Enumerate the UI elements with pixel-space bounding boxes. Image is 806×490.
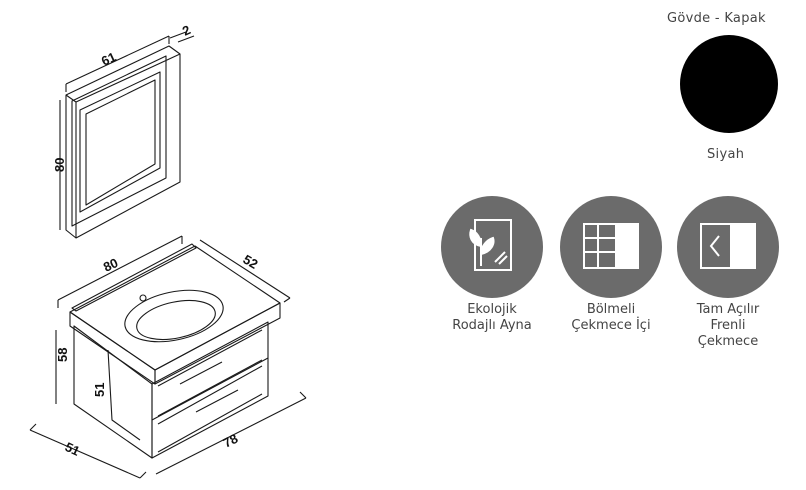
finish-title: Gövde - Kapak — [667, 11, 766, 26]
feature-eco-mirror: Ekolojik Rodajlı Ayna — [432, 196, 552, 334]
dim-mirror-width: 61 — [99, 49, 118, 69]
dim-cabinet-height: 58 — [55, 348, 70, 362]
feature-label: Bölmeli Çekmece İçi — [571, 302, 651, 333]
soft-close-drawer-icon — [677, 196, 779, 298]
dim-mirror-height: 80 — [52, 158, 67, 172]
divided-drawer-icon — [560, 196, 662, 298]
dim-mirror-depth: 2 — [180, 22, 193, 39]
color-name: Siyah — [707, 147, 745, 162]
feature-soft-close-drawer: Tam Açılır Frenli Çekmece — [668, 196, 788, 350]
feature-label: Ekolojik Rodajlı Ayna — [452, 302, 532, 333]
color-swatch — [680, 35, 778, 133]
eco-plant-mirror-icon — [441, 196, 543, 298]
dim-front-height: 51 — [92, 383, 107, 397]
dim-base-depth: 51 — [63, 439, 82, 459]
feature-label: Tam Açılır Frenli Çekmece — [696, 302, 760, 349]
dim-cabinet-width: 80 — [101, 255, 120, 275]
cabinet-drawing — [29, 235, 307, 479]
feature-divided-drawer: Bölmeli Çekmece İçi — [551, 196, 671, 334]
dim-cabinet-depth: 52 — [241, 252, 261, 272]
mirror-drawing — [59, 31, 195, 239]
dim-base-width: 78 — [221, 431, 241, 451]
